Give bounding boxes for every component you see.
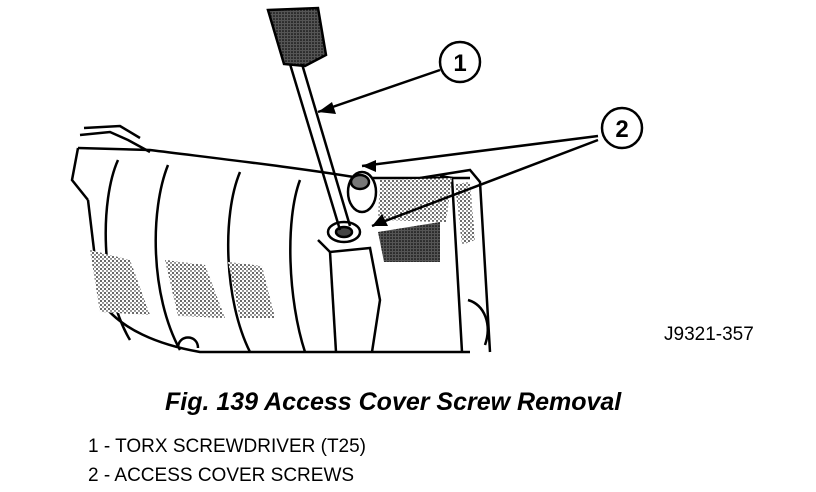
- callout-2: 2: [600, 106, 644, 150]
- legend-list: 1 - TORX SCREWDRIVER (T25) 2 - ACCESS CO…: [88, 432, 366, 490]
- torx-screwdriver: [266, 6, 352, 231]
- shading: [90, 178, 475, 318]
- figure-caption: Fig. 139 Access Cover Screw Removal: [165, 388, 622, 416]
- svg-text:1: 1: [453, 50, 466, 77]
- leader-arrowheads: [318, 102, 388, 226]
- svg-text:2: 2: [615, 116, 628, 143]
- figure-code: J9321-357: [664, 324, 754, 345]
- technical-illustration: 1 2: [70, 6, 644, 354]
- leader-lines: [317, 68, 599, 228]
- access-cover-screw-lower: [326, 220, 362, 244]
- callout-1: 1: [438, 40, 482, 84]
- legend-item-2: 2 - ACCESS COVER SCREWS: [88, 465, 355, 486]
- access-cover-screw-upper: [346, 170, 378, 214]
- legend-item-1: 1 - TORX SCREWDRIVER (T25): [88, 436, 367, 457]
